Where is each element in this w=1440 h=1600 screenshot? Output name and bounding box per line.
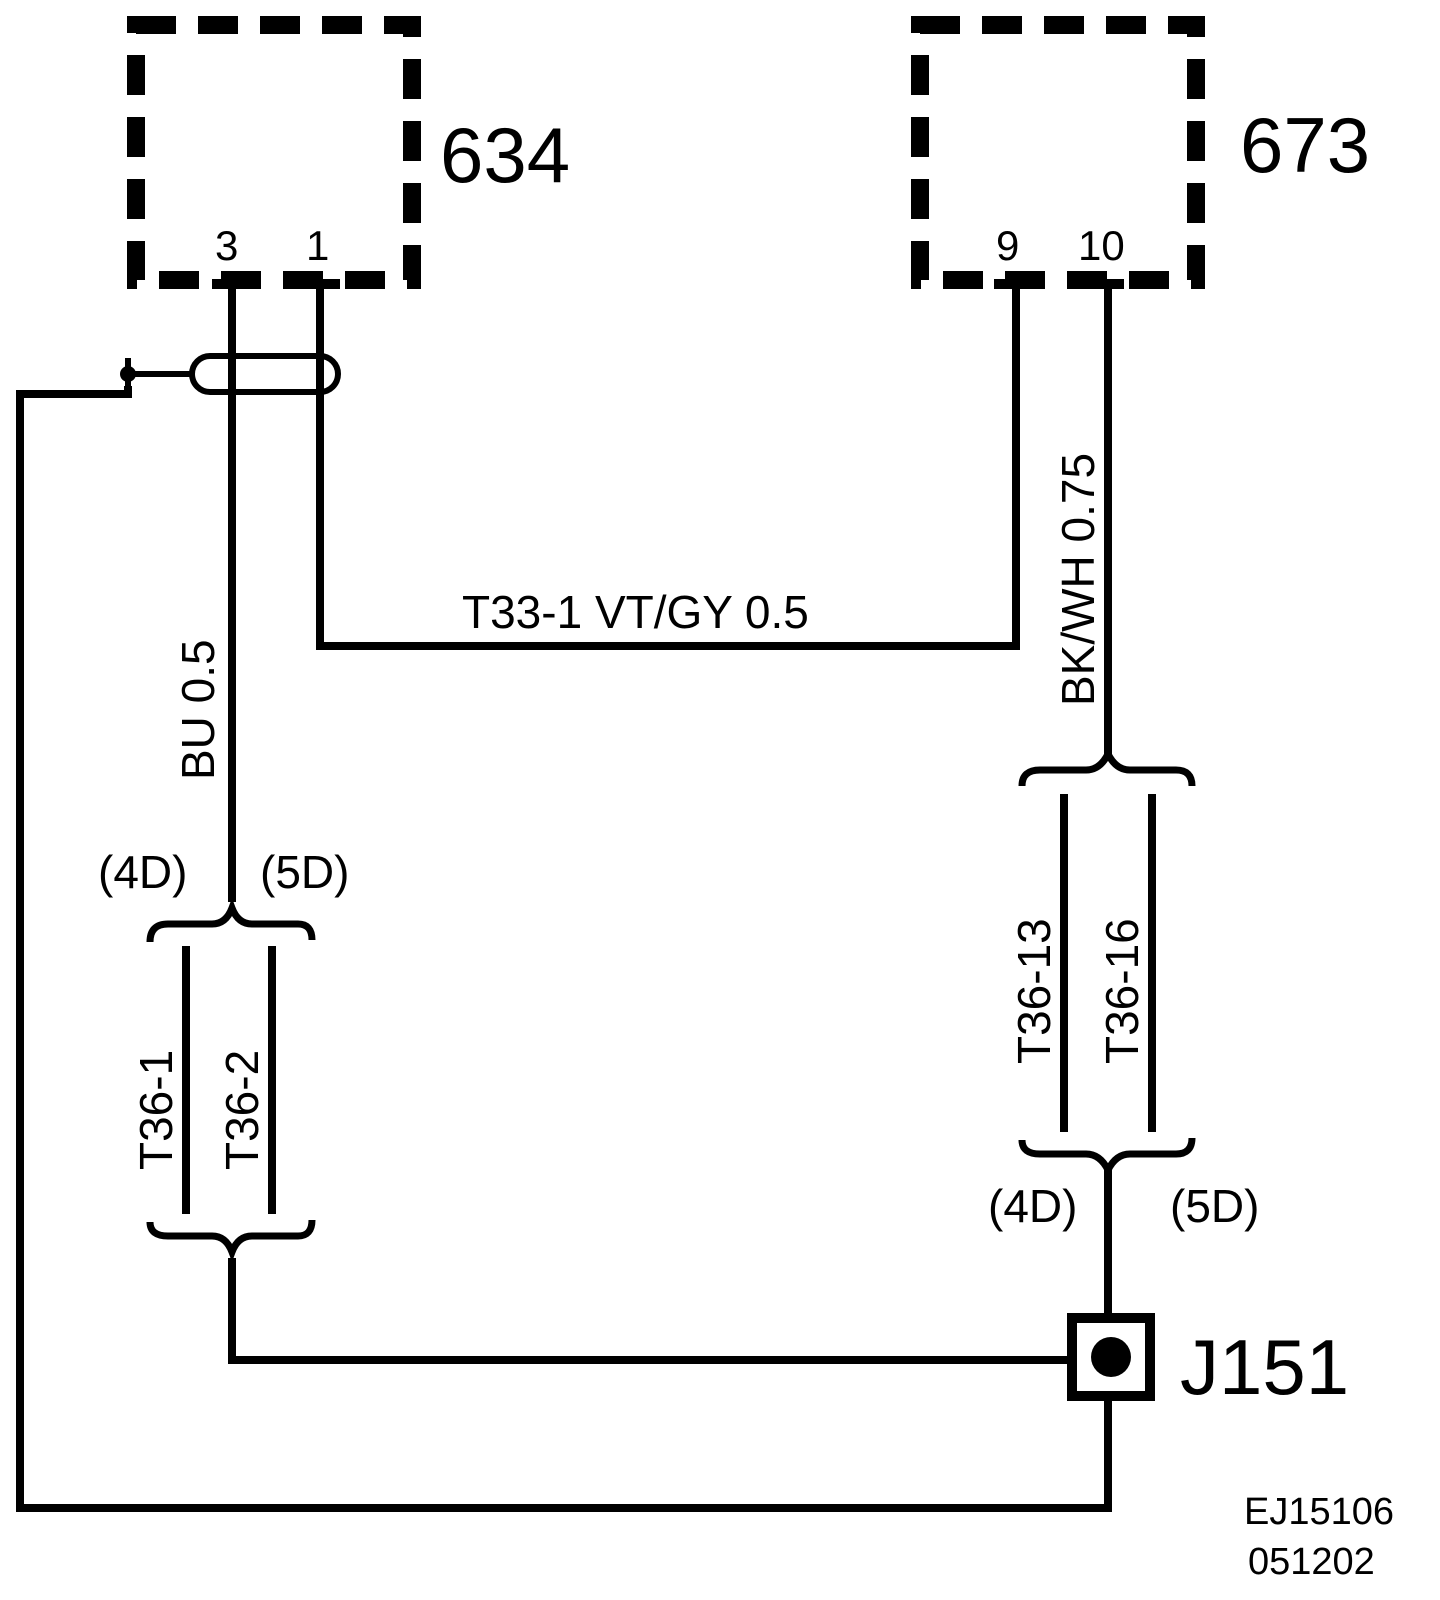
shield — [120, 353, 341, 395]
right-4d-label: (4D) — [988, 1180, 1077, 1232]
wire-bu-label: BU 0.5 — [172, 639, 224, 780]
drawing-id: EJ15106 — [1244, 1491, 1394, 1533]
j151-dot — [1091, 1337, 1131, 1377]
right-t36-16-label: T36-16 — [1096, 918, 1148, 1064]
component-634-label: 634 — [440, 111, 570, 199]
wire-vtgy-label: T33-1 VT/GY 0.5 — [462, 586, 809, 638]
component-634-pin-3: 3 — [215, 222, 238, 269]
right-bottom-brace — [1018, 1137, 1196, 1178]
component-673-pin-10: 10 — [1078, 222, 1125, 269]
left-t36-2-label: T36-2 — [216, 1050, 268, 1170]
wire-bkwh-label: BK/WH 0.75 — [1052, 453, 1104, 706]
component-673-pin-9: 9 — [996, 222, 1019, 269]
left-t36-1-label: T36-1 — [130, 1050, 182, 1170]
right-connector-block: T36-13 T36-16 (4D) (5D) — [988, 746, 1259, 1232]
left-connector-block: (4D) (5D) T36-1 T36-2 — [98, 846, 349, 1262]
component-673-box — [911, 16, 1205, 289]
j151: J151 — [1067, 1313, 1349, 1411]
right-top-brace — [1018, 746, 1196, 787]
left-bottom-brace — [146, 1219, 316, 1262]
left-5d-label: (5D) — [260, 846, 349, 898]
component-673-label: 673 — [1240, 101, 1370, 189]
component-634-pin-1: 1 — [306, 222, 329, 269]
component-634: 634 3 1 — [127, 16, 570, 289]
component-673: 673 9 10 — [911, 16, 1370, 289]
wire-shield-drain — [16, 386, 1112, 1512]
wire-vtgy — [316, 280, 1020, 650]
left-4d-label: (4D) — [98, 846, 187, 898]
component-634-box — [127, 16, 421, 289]
wire-left-to-j151 — [228, 1258, 1074, 1364]
right-5d-label: (5D) — [1170, 1180, 1259, 1232]
j151-label: J151 — [1180, 1323, 1349, 1411]
left-top-brace — [146, 898, 316, 943]
right-t36-13-label: T36-13 — [1008, 918, 1060, 1064]
drawing-date: 051202 — [1248, 1541, 1375, 1583]
